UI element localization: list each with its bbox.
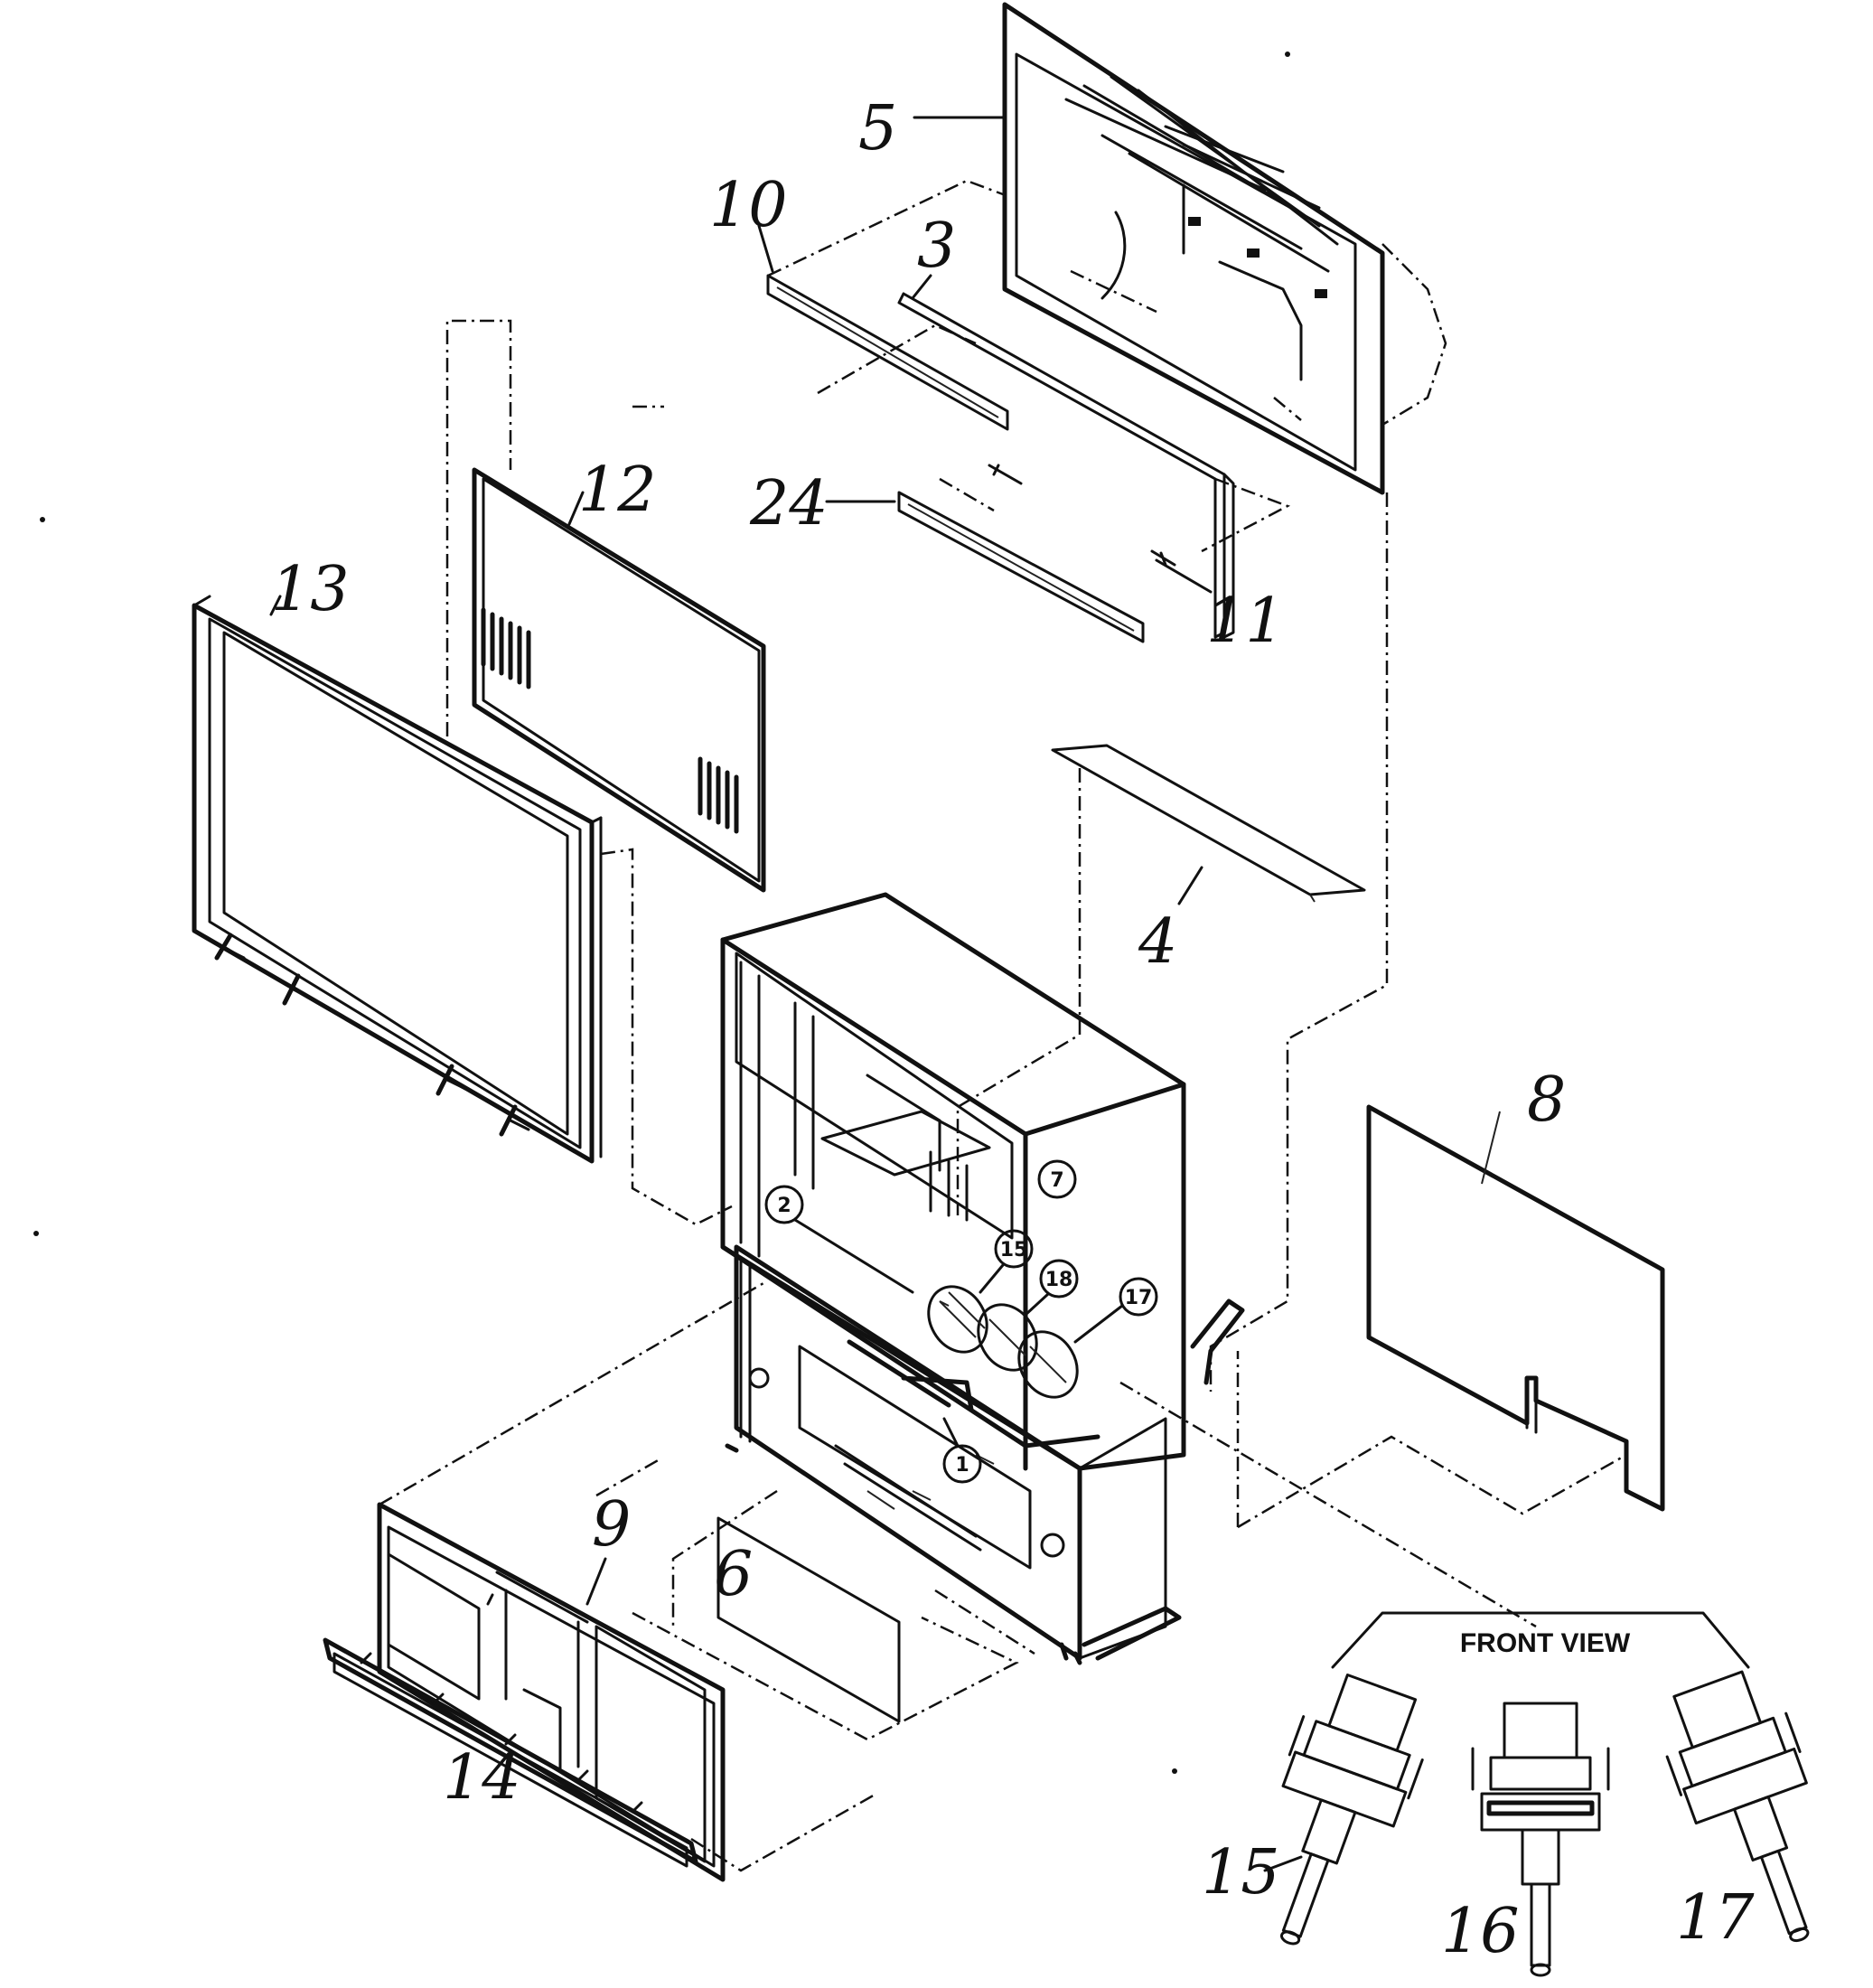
callout-11: 11: [1206, 586, 1285, 657]
front-view-label: FRONT VIEW: [1460, 1628, 1631, 1658]
svg-text:2: 2: [777, 1195, 791, 1217]
svg-text:17: 17: [1125, 1287, 1153, 1309]
svg-text:7: 7: [1050, 1169, 1063, 1192]
vent-slots-right: [698, 756, 739, 834]
callout-12: 12: [578, 455, 657, 526]
circled-callouts: 2 7 15 18 17 1: [764, 1159, 1158, 1484]
front-view-tube-17: [1665, 1670, 1810, 1943]
callout-24: 24: [749, 468, 829, 539]
callout-circle-1: 1: [942, 1417, 982, 1484]
part-3-mirror-frame: [897, 292, 1235, 639]
callout-circle-15: 15: [979, 1229, 1034, 1294]
part-11-screws: [988, 464, 1176, 567]
part-6-panel: [632, 1489, 1035, 1741]
front-view-tube-16: [1471, 1702, 1610, 1977]
callout-8: 8: [1527, 1064, 1566, 1136]
callout-circle-18: 18: [1024, 1259, 1079, 1317]
svg-text:15: 15: [1000, 1239, 1028, 1261]
part-14-bottom-rail: [323, 1637, 698, 1868]
front-view-inset: FRONT VIEW: [1279, 1611, 1810, 1977]
main-cabinet: [720, 892, 1245, 1665]
part-8-back-cover: [1119, 1104, 1665, 1628]
scan-specks: [33, 52, 1290, 1774]
callout-17: 17: [1676, 1882, 1755, 1954]
callout-13: 13: [271, 554, 350, 625]
callout-circle-7: 7: [1037, 1159, 1077, 1199]
right-assembly-guides: [956, 492, 1627, 1529]
part-13-screen-frame: [192, 595, 733, 1226]
part-5-rear-panel: [1002, 2, 1447, 495]
callout-10: 10: [709, 170, 788, 241]
part-10-bracket: [766, 274, 1009, 431]
callout-circle-2: 2: [764, 1185, 914, 1294]
part-12-shield: [445, 319, 766, 893]
svg-text:1: 1: [955, 1454, 969, 1477]
callout-14: 14: [443, 1742, 521, 1814]
top-assembly-guides: [767, 179, 1302, 553]
front-view-tube-15: [1279, 1673, 1424, 1946]
part-9-speaker-grille: [377, 1281, 877, 1882]
vent-slots-left: [481, 607, 531, 689]
part-4-top-panel: [1051, 744, 1366, 903]
callout-5: 5: [858, 93, 897, 164]
callout-circle-17: 17: [1073, 1277, 1158, 1344]
callout-15: 15: [1202, 1837, 1280, 1908]
callout-6: 6: [714, 1539, 753, 1610]
callout-16: 16: [1441, 1896, 1520, 1967]
projection-tubes-installed: [927, 1285, 1079, 1399]
callout-9: 9: [592, 1489, 631, 1561]
callout-4: 4: [1138, 906, 1177, 978]
callout-3: 3: [917, 211, 956, 282]
callout-labels: 5 10 3 24 11 12 13 4 8 9 6 14 15 16 17: [269, 93, 1755, 1967]
part-24-bracket: [897, 491, 1145, 643]
svg-text:18: 18: [1045, 1269, 1073, 1291]
